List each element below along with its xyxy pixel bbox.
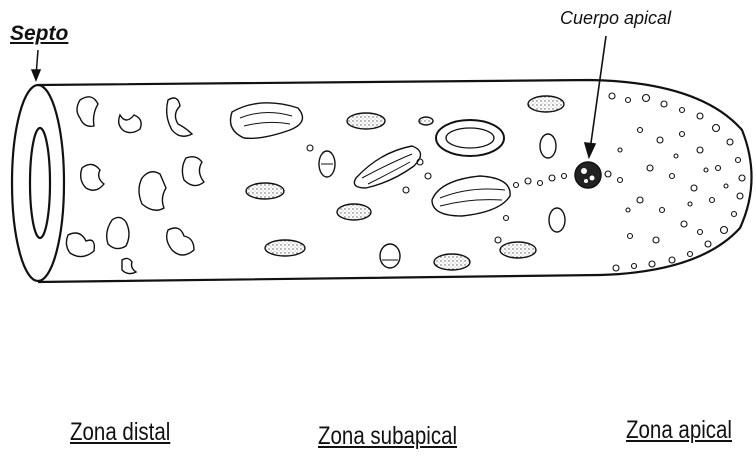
cuerpo-apical-body <box>575 162 601 188</box>
vesicle <box>528 96 564 112</box>
septo-label: Septo <box>10 22 68 46</box>
distal-vacuoles <box>66 97 204 274</box>
zona-apical-label: Zona apical <box>626 416 732 445</box>
mitochondrion <box>432 176 510 216</box>
vesicle <box>246 183 284 199</box>
vesicle <box>419 117 433 125</box>
mitochondrion <box>354 146 420 188</box>
septo-arrow <box>32 50 40 80</box>
vesicle <box>347 113 385 129</box>
septum-ring <box>12 85 64 281</box>
vesicle <box>434 254 470 270</box>
vesicle <box>337 204 371 220</box>
mitochondrion <box>231 103 303 138</box>
cuerpo-apical-label: Cuerpo apical <box>560 8 671 29</box>
zona-subapical-label: Zona subapical <box>318 422 457 451</box>
cuerpo-apical-arrow <box>585 36 606 157</box>
hypha-tube <box>12 80 752 282</box>
zona-distal-label: Zona distal <box>70 418 170 447</box>
vesicle <box>265 240 305 256</box>
vesicle <box>500 242 536 258</box>
septum-pore <box>30 128 50 238</box>
